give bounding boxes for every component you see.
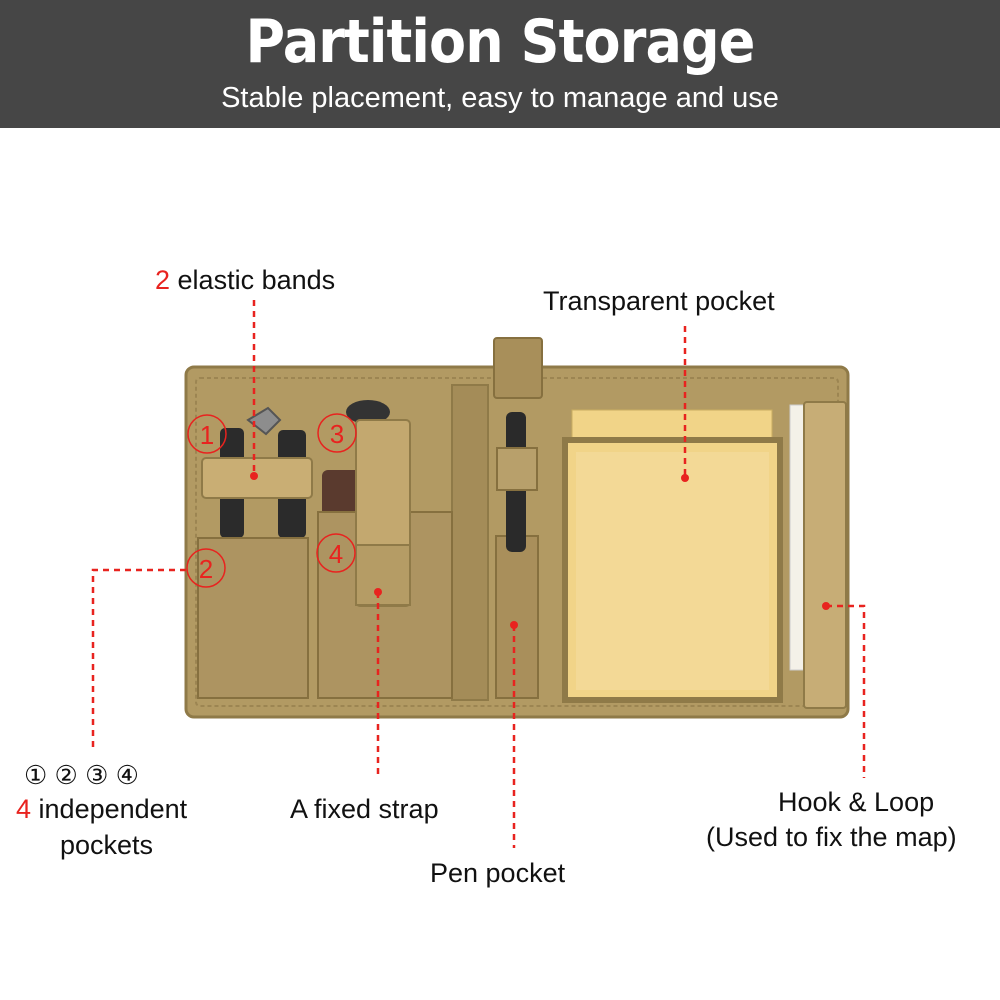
leader-hook <box>826 604 866 778</box>
pliers <box>246 406 282 436</box>
banner-title: Partition Storage <box>245 7 755 77</box>
marker-3 <box>317 413 357 453</box>
marker-1 <box>187 414 227 454</box>
marker-2 <box>186 548 226 588</box>
pen-pocket <box>495 535 539 699</box>
pocket-2 <box>197 537 309 699</box>
marker-4-text: 4 <box>329 539 343 569</box>
marker-1-text: 1 <box>200 420 214 450</box>
label-pen-pocket: Pen pocket <box>430 858 566 888</box>
label-pockets-circled: ① ② ③ ④ <box>24 760 139 790</box>
label-hook-loop-sub: (Used to fix the map) <box>706 822 957 852</box>
leader-pockets <box>91 568 186 752</box>
center-divider <box>451 384 489 701</box>
label-pockets-text: independent <box>31 794 188 824</box>
marker-2-text: 2 <box>199 554 213 584</box>
label-fixed-strap: A fixed strap <box>290 794 439 824</box>
header-banner: Partition Storage Stable placement, easy… <box>0 0 1000 128</box>
marker-3-text: 3 <box>330 419 344 449</box>
label-elastic-bands-text: elastic bands <box>170 265 336 295</box>
label-elastic-bands-num: 2 <box>155 265 171 295</box>
top-tab <box>493 337 543 399</box>
hook-loop-strip <box>803 401 847 709</box>
label-elastic-bands: 2 elastic bands <box>155 264 335 296</box>
label-pockets-line2: pockets <box>60 830 154 860</box>
label-pockets-num: 4 <box>16 794 32 824</box>
banner-subtitle: Stable placement, easy to manage and use <box>221 82 779 114</box>
marker-4 <box>316 533 356 573</box>
label-transparent-pocket: Transparent pocket <box>543 286 775 316</box>
label-pockets: 4 independent <box>16 793 187 825</box>
label-hook-loop: Hook & Loop <box>778 787 935 817</box>
